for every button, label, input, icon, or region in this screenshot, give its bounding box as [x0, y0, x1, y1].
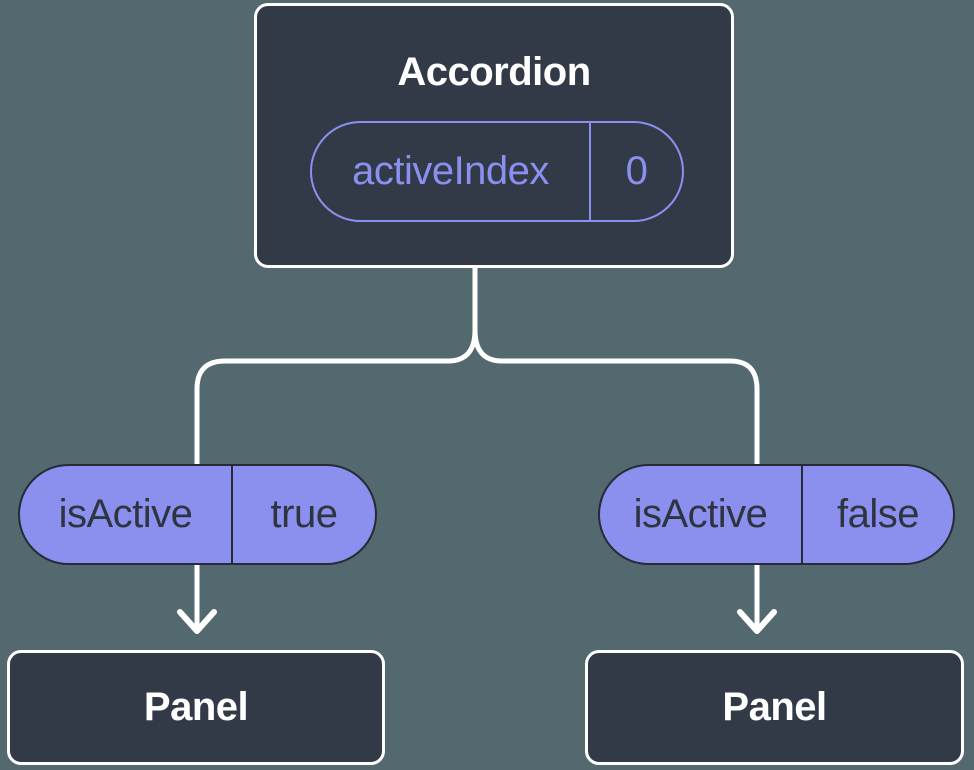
panel-node-right: Panel — [585, 650, 964, 765]
prop-value-cell: true — [233, 466, 375, 563]
prop-value-cell: false — [803, 466, 953, 563]
state-value-cell: 0 — [591, 123, 682, 220]
state-name-label: activeIndex — [352, 149, 549, 193]
prop-value-label: false — [837, 492, 920, 536]
prop-name-cell: isActive — [600, 466, 803, 563]
prop-name-cell: isActive — [20, 466, 233, 563]
state-name-cell: activeIndex — [312, 123, 591, 220]
panel-node-title: Panel — [143, 685, 249, 729]
prop-pill-isactive-true: isActive true — [18, 464, 377, 565]
state-value-label: 0 — [625, 149, 648, 193]
accordion-node-title: Accordion — [397, 50, 591, 94]
edge-left — [194, 265, 478, 631]
panel-node-left: Panel — [7, 650, 385, 765]
panel-node-title: Panel — [722, 685, 827, 729]
prop-value-label: true — [270, 492, 338, 536]
accordion-node: Accordion activeIndex 0 — [254, 3, 734, 268]
prop-name-label: isActive — [633, 492, 768, 536]
arrow-down-icon — [177, 609, 217, 634]
prop-name-label: isActive — [58, 492, 193, 536]
prop-pill-isactive-false: isActive false — [598, 464, 955, 565]
arrow-down-icon — [737, 609, 777, 634]
state-pill-activeindex: activeIndex 0 — [310, 121, 684, 222]
edge-right — [472, 265, 760, 631]
